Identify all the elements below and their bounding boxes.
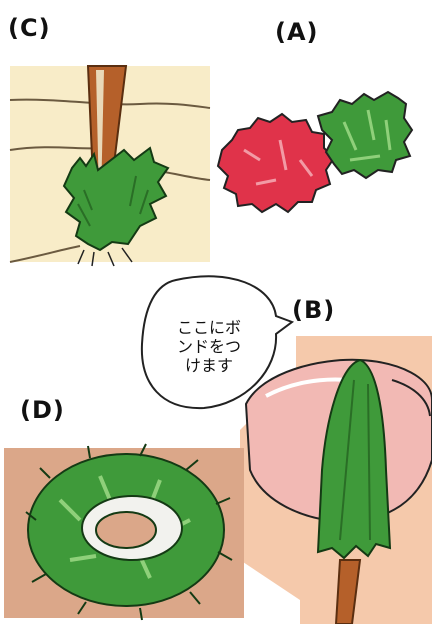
bubble-line-1: ここにボ bbox=[176, 318, 241, 337]
panel-c-illustration bbox=[9, 65, 211, 267]
panel-d-illustration bbox=[4, 443, 244, 621]
speech-bubble-text: ここにボ ンドをつ けます bbox=[148, 318, 270, 375]
label-d: (D) bbox=[20, 396, 65, 424]
speech-bubble bbox=[140, 275, 295, 410]
bubble-line-3: けます bbox=[184, 356, 233, 375]
panel-a-illustration bbox=[216, 90, 414, 214]
label-c: (C) bbox=[8, 14, 51, 42]
bubble-line-2: ンドをつ bbox=[176, 337, 241, 356]
label-b: (B) bbox=[292, 296, 336, 324]
label-a: (A) bbox=[275, 18, 319, 46]
panel-b-illustration bbox=[240, 336, 432, 624]
